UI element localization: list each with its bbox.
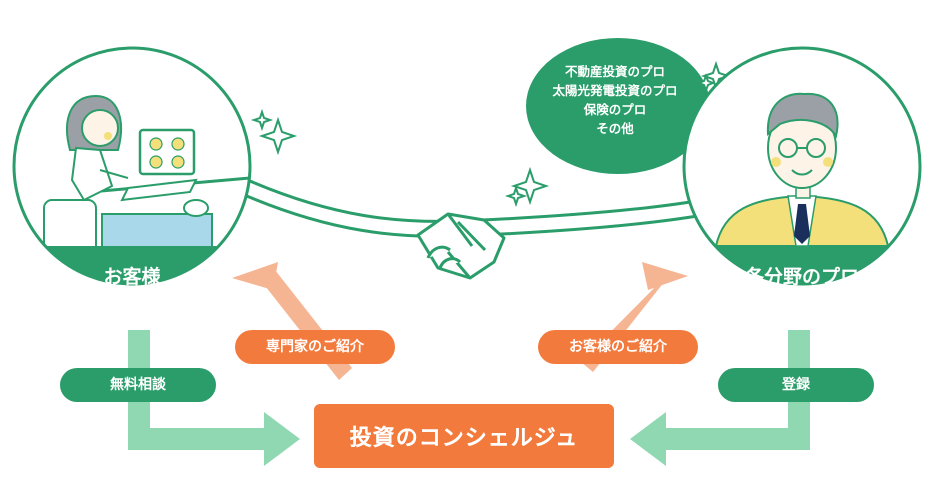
expert-introduction-label: 専門家のご紹介	[235, 330, 395, 364]
sparkle-icon	[250, 60, 732, 208]
customer-circle	[12, 46, 252, 286]
free-consultation-label: 無料相談	[60, 368, 216, 402]
handshake-icon	[416, 212, 506, 280]
investment-concierge-box: 投資のコンシェルジュ	[314, 404, 614, 468]
bubble-line: 不動産投資のプロ	[564, 64, 665, 79]
customer-label: お客様	[103, 266, 161, 288]
customer-introduction-label: お客様のご紹介	[538, 330, 698, 364]
speech-bubble-text: 不動産投資のプロ 太陽光発電投資のプロ 保険のプロ その他	[530, 62, 700, 138]
registration-label: 登録	[718, 368, 874, 402]
professional-label: 各分野のプロ	[744, 266, 859, 288]
bubble-line: 太陽光発電投資のプロ	[552, 83, 678, 98]
bubble-line: 保険のプロ	[583, 102, 647, 117]
free-consultation-arrow	[128, 330, 300, 466]
bubble-line: その他	[596, 121, 634, 136]
